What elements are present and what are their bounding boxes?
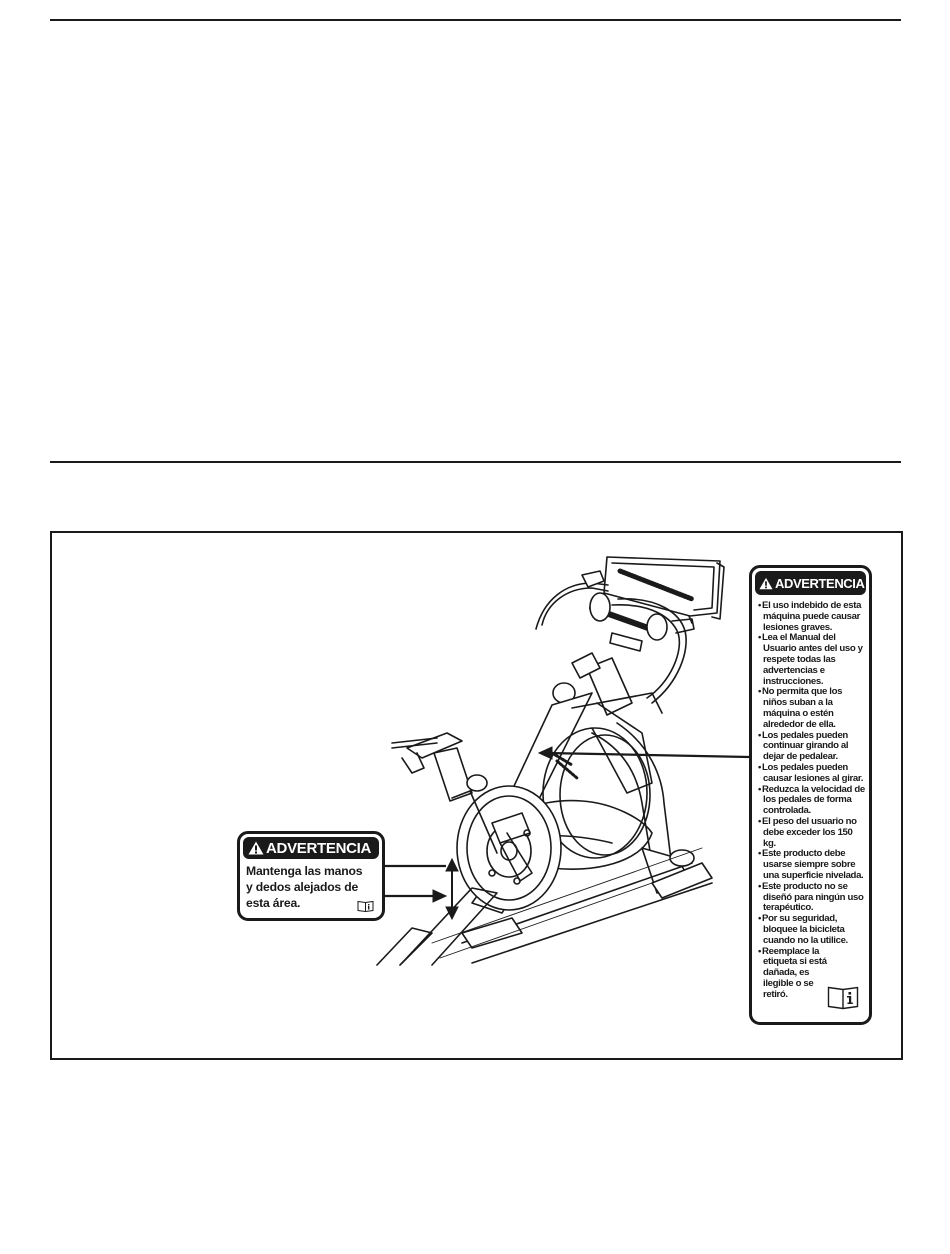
warning-item: No permita que los niños suban a la máqu… [758,686,865,730]
handlebar-stem [552,652,633,716]
flywheel [542,727,651,859]
warning-item: Por su seguridad, bloquee la bicicleta c… [758,913,865,946]
base-rail [376,847,713,966]
hands-warning-line: esta área. [246,896,301,910]
warning-triangle-icon [759,577,773,589]
handlebars [535,570,695,704]
exercise-bike-illustration [376,556,750,966]
warning-list: El uso indebido de esta máquina puede ca… [752,595,869,1000]
warning-item: Este producto no se diseñó para ningún u… [758,881,865,914]
crank-chainring [456,785,562,911]
middle-divider [50,461,901,463]
warning-triangle-icon [248,841,264,855]
warning-item: Los pedales pueden continuar girando al … [758,730,865,763]
warning-item: Los pedales pueden causar lesiones al gi… [758,762,865,785]
hands-warning-text: Mantenga las manos y dedos alejados de e… [240,859,382,911]
hands-warning-line: y dedos alejados de [246,880,359,894]
warning-item: Lea el Manual del Usuario antes del uso … [758,632,865,687]
hands-warning-line: Mantenga las manos [246,864,363,878]
warning-item: Reemplace la etiqueta si está dañada, es… [758,946,865,1001]
top-divider [50,19,901,21]
console-screen [603,556,725,624]
hands-warning-header: ADVERTENCIA [243,837,379,859]
general-warning-label: ADVERTENCIA El uso indebido de esta máqu… [749,565,872,1025]
hands-warning-title: ADVERTENCIA [266,839,372,857]
hands-warning-label: ADVERTENCIA Mantenga las manos y dedos a… [237,831,385,921]
general-warning-title: ADVERTENCIA [775,575,865,591]
manual-book-icon [357,900,374,912]
warning-item: El peso del usuario no debe exceder los … [758,816,865,849]
warning-item: Reduzca la velocidad de los pedales de f… [758,784,865,817]
warning-item: El uso indebido de esta máquina puede ca… [758,600,865,633]
pointer-arrows [385,746,750,921]
warning-decal-figure: ADVERTENCIA Mantenga las manos y dedos a… [50,531,903,1060]
manual-book-icon [827,986,859,1010]
warning-item: Este producto debe usarse siempre sobre … [758,848,865,881]
seat-post [391,732,498,854]
general-warning-header: ADVERTENCIA [755,571,866,595]
